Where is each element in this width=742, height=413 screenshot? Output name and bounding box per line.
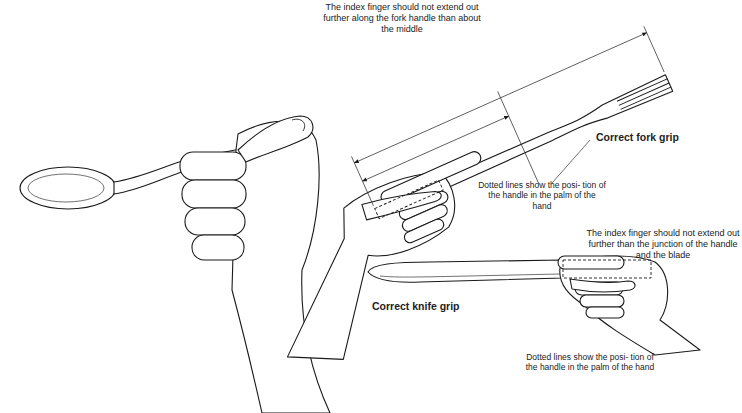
finger	[192, 235, 244, 260]
extension-line	[352, 156, 374, 205]
finger	[580, 295, 624, 307]
hand-back	[232, 121, 330, 413]
spoon-bowl	[20, 167, 116, 209]
thumb	[360, 173, 443, 230]
extension-line	[498, 91, 539, 184]
dimension-line	[354, 33, 646, 163]
blade-edge	[380, 274, 560, 277]
index-finger	[558, 256, 624, 269]
annotation-text: Dotted lines show the posi- tion of the …	[520, 352, 660, 373]
knife-blade	[368, 260, 563, 282]
spoon-hand-illustration	[20, 116, 330, 413]
caption-label: Correct fork grip	[596, 131, 716, 144]
extension-line	[644, 26, 664, 72]
dimension-line	[362, 116, 508, 181]
finger	[185, 208, 245, 235]
thumbnail	[292, 119, 305, 131]
spoon-bowl-inner	[28, 174, 104, 202]
finger	[182, 180, 246, 208]
hidden-handle-outline	[563, 260, 651, 278]
finger	[180, 152, 246, 180]
caption-label: Correct knife grip	[372, 300, 502, 313]
fork-tines	[617, 79, 671, 110]
hand-palm	[560, 256, 700, 355]
thumb	[238, 116, 313, 162]
finger	[586, 307, 624, 318]
thumb	[570, 279, 635, 292]
leader-line	[552, 140, 590, 183]
annotation-text: Dotted lines show the posi- tion of the …	[478, 180, 606, 211]
knife-hand-illustration	[368, 256, 700, 355]
finger	[403, 217, 446, 244]
fork-hand-illustration	[224, 26, 718, 379]
hidden-handle-outline	[375, 180, 443, 219]
annotation-text: The index finger should not extend out f…	[586, 228, 740, 261]
annotation-text: The index finger should not extend out f…	[318, 2, 486, 35]
